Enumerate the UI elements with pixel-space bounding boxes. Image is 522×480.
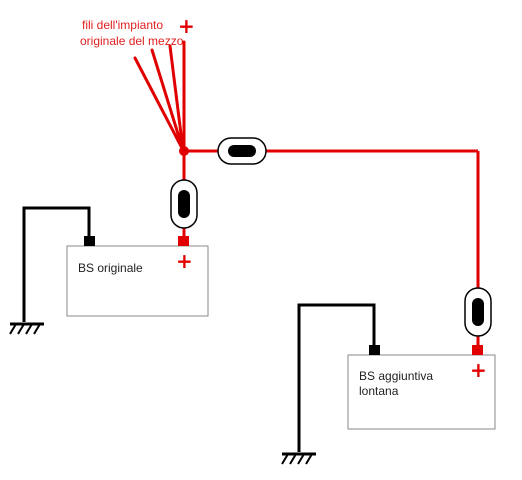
battery1-negative-terminal — [84, 236, 95, 246]
wires-label-line1: fili dell'impianto — [82, 18, 163, 32]
battery1-label: BS originale — [78, 261, 143, 275]
bundle-wire-4 — [133, 56, 185, 152]
ground-icon — [281, 452, 316, 465]
positive-wiring — [182, 149, 480, 346]
ground-icon — [9, 322, 44, 335]
battery1-ground-wire — [22, 206, 91, 322]
fuse-icon — [217, 137, 267, 165]
battery2-negative-terminal — [369, 345, 380, 355]
battery2-ground-wire — [297, 303, 376, 452]
battery-additional: + BS aggiuntiva lontana — [347, 345, 496, 430]
wires-label-line2: originale del mezzo — [80, 34, 184, 48]
original-wire-bundle — [133, 40, 186, 152]
battery1-positive-terminal — [178, 236, 189, 246]
battery-icon — [347, 354, 496, 430]
battery2-label-line1: BS aggiuntiva — [359, 369, 433, 383]
battery1-plus-sign: + — [176, 249, 193, 273]
battery2-plus-sign: + — [470, 358, 487, 382]
battery2-positive-terminal — [472, 345, 483, 355]
bundle-wire-3 — [150, 48, 185, 152]
battery-icon — [66, 245, 209, 317]
fuse-icon — [170, 179, 198, 229]
battery2-label-line2: lontana — [359, 384, 399, 398]
bundle-wire-2 — [168, 44, 185, 152]
fuse-icon — [464, 287, 492, 337]
battery-original: + BS originale — [66, 236, 209, 317]
bundle-plus-sign: + — [178, 14, 195, 38]
